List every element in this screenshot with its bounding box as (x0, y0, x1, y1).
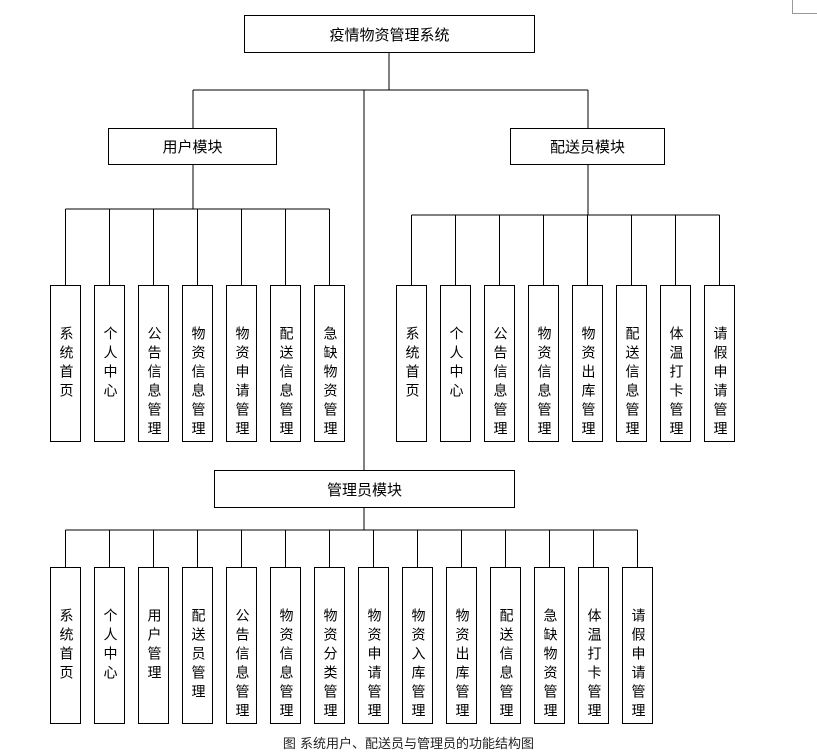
admin-function-label: 物资申请管理 (365, 608, 382, 722)
user-module-node: 用户模块 (108, 128, 277, 165)
admin-function-box: 物资申请管理 (358, 567, 389, 724)
courier-function-label: 物资信息管理 (535, 326, 552, 440)
courier-function-box: 配送信息管理 (616, 285, 647, 442)
admin-function-label: 体温打卡管理 (585, 608, 602, 722)
user-function-box: 物资申请管理 (226, 285, 257, 442)
courier-function-box: 体温打卡管理 (660, 285, 691, 442)
admin-function-box: 系统首页 (50, 567, 81, 724)
user-function-label: 物资信息管理 (189, 326, 206, 440)
user-function-box: 物资信息管理 (182, 285, 213, 442)
user-function-box: 公告信息管理 (138, 285, 169, 442)
admin-function-box: 配送员管理 (182, 567, 213, 724)
admin-function-box: 个人中心 (94, 567, 125, 724)
admin-function-box: 用户管理 (138, 567, 169, 724)
courier-function-box: 请假申请管理 (704, 285, 735, 442)
courier-function-box: 物资信息管理 (528, 285, 559, 442)
courier-function-label: 请假申请管理 (711, 326, 728, 440)
user-module-label: 用户模块 (162, 138, 223, 156)
user-function-label: 物资申请管理 (233, 326, 250, 440)
admin-function-box: 物资出库管理 (446, 567, 477, 724)
user-function-box: 个人中心 (94, 285, 125, 442)
admin-function-label: 急缺物资管理 (541, 608, 558, 722)
admin-function-box: 物资信息管理 (270, 567, 301, 724)
user-function-box: 急缺物资管理 (314, 285, 345, 442)
courier-function-box: 系统首页 (396, 285, 427, 442)
admin-function-box: 配送信息管理 (490, 567, 521, 724)
courier-module-label: 配送员模块 (549, 138, 625, 156)
root-label: 疫情物资管理系统 (329, 25, 450, 44)
admin-function-box: 请假申请管理 (622, 567, 653, 724)
user-function-label: 个人中心 (101, 326, 118, 402)
courier-function-label: 体温打卡管理 (667, 326, 684, 440)
user-function-label: 系统首页 (57, 326, 74, 402)
courier-function-label: 物资出库管理 (579, 326, 596, 440)
user-function-box: 系统首页 (50, 285, 81, 442)
admin-function-label: 个人中心 (101, 608, 118, 684)
admin-function-label: 物资信息管理 (277, 608, 294, 722)
admin-function-box: 体温打卡管理 (578, 567, 609, 724)
admin-function-box: 急缺物资管理 (534, 567, 565, 724)
user-function-box: 配送信息管理 (270, 285, 301, 442)
root-node: 疫情物资管理系统 (244, 15, 535, 53)
courier-function-label: 公告信息管理 (491, 326, 508, 440)
admin-function-label: 公告信息管理 (233, 608, 250, 722)
admin-function-label: 物资入库管理 (409, 608, 426, 722)
courier-module-node: 配送员模块 (510, 128, 665, 165)
courier-function-label: 配送信息管理 (623, 326, 640, 440)
user-function-label: 急缺物资管理 (321, 326, 338, 440)
user-function-label: 配送信息管理 (277, 326, 294, 440)
admin-module-node: 管理员模块 (214, 470, 515, 508)
admin-function-box: 物资分类管理 (314, 567, 345, 724)
figure-caption: 图 系统用户、配送员与管理员的功能结构图 (282, 737, 535, 752)
user-function-label: 公告信息管理 (145, 326, 162, 440)
admin-module-label: 管理员模块 (326, 480, 402, 499)
courier-function-label: 个人中心 (447, 326, 464, 402)
admin-function-label: 物资出库管理 (453, 608, 470, 722)
admin-function-label: 请假申请管理 (629, 608, 646, 722)
admin-function-label: 用户管理 (145, 608, 162, 684)
admin-function-label: 系统首页 (57, 608, 74, 684)
admin-function-label: 物资分类管理 (321, 608, 338, 722)
admin-function-box: 物资入库管理 (402, 567, 433, 724)
admin-function-box: 公告信息管理 (226, 567, 257, 724)
courier-function-box: 个人中心 (440, 285, 471, 442)
courier-function-label: 系统首页 (403, 326, 420, 402)
courier-function-box: 物资出库管理 (572, 285, 603, 442)
admin-function-label: 配送信息管理 (497, 608, 514, 722)
admin-function-label: 配送员管理 (189, 608, 206, 703)
page-corner-mark (792, 0, 817, 14)
courier-function-box: 公告信息管理 (484, 285, 515, 442)
